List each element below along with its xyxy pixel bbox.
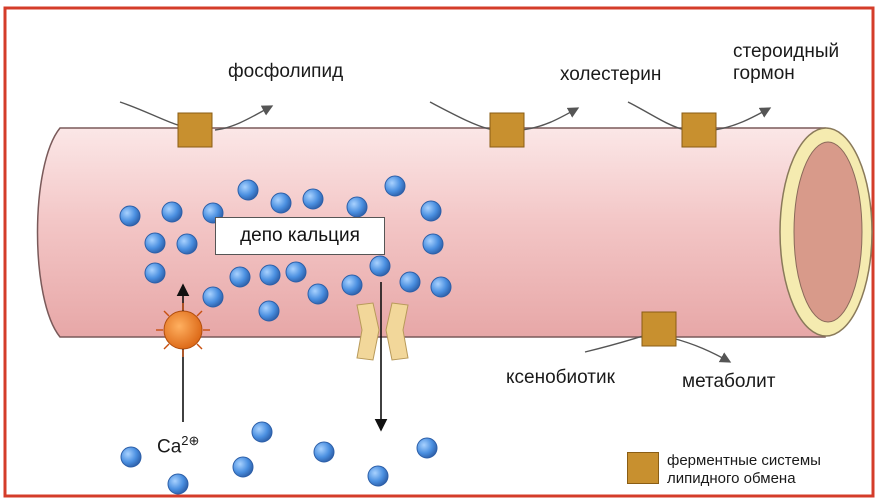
calcium-ion-icon xyxy=(259,301,279,321)
xenobiotic-label: ксенобиотик xyxy=(506,368,615,388)
steroid-arrow xyxy=(714,108,770,130)
calcium-ion-icon xyxy=(203,287,223,307)
calcium-ion-icon xyxy=(400,272,420,292)
legend-line2: липидного обмена xyxy=(667,470,796,487)
calcium-ion-icon xyxy=(121,447,141,467)
cholesterol-label: холестерин xyxy=(560,65,661,85)
calcium-ion-icon xyxy=(286,262,306,282)
steroid-hormone-label-line1: стероидный xyxy=(733,42,839,62)
enzyme-square-icon xyxy=(642,312,676,346)
calcium-ion-icon xyxy=(423,234,443,254)
phospholipid-label: фосфолипид xyxy=(228,62,343,82)
legend-line1: ферментные системы xyxy=(667,452,821,469)
calcium-ion-icon xyxy=(314,442,334,462)
calcium-ion-icon xyxy=(168,474,188,494)
calcium-ion-icon xyxy=(145,233,165,253)
enzyme-square-icon xyxy=(490,113,524,147)
calcium-ion-icon xyxy=(238,180,258,200)
cholesterol-substrate-line xyxy=(430,102,493,130)
er-tube xyxy=(38,128,826,337)
calcium-ion-icon xyxy=(308,284,328,304)
calcium-ion-icon xyxy=(417,438,437,458)
calcium-ion-icon xyxy=(162,202,182,222)
cholesterol-arrow xyxy=(522,108,578,130)
enzyme-square-icon xyxy=(178,113,212,147)
enzyme-legend-swatch xyxy=(627,452,659,484)
xenobiotic-substrate-line xyxy=(585,336,643,352)
calcium-ion-icon xyxy=(177,234,197,254)
steroid-substrate-line xyxy=(628,102,685,130)
calcium-ion-icon xyxy=(370,256,390,276)
calcium-ion-icon xyxy=(421,201,441,221)
tube-lumen xyxy=(794,142,862,322)
calcium-ion-label: Ca2⊕ xyxy=(157,434,199,457)
calcium-ion-icon xyxy=(385,176,405,196)
calcium-ion-charge: 2⊕ xyxy=(181,433,199,448)
calcium-ion-symbol: Ca xyxy=(157,436,181,457)
calcium-ion-icon xyxy=(347,197,367,217)
calcium-ion-icon xyxy=(431,277,451,297)
calcium-ion-icon xyxy=(260,265,280,285)
calcium-ion-icon xyxy=(230,267,250,287)
steroid-hormone-label-line2: гормон xyxy=(733,64,795,84)
calcium-ion-icon xyxy=(368,466,388,486)
calcium-pump-icon xyxy=(156,303,210,357)
calcium-ion-icon xyxy=(120,206,140,226)
calcium-ion-icon xyxy=(145,263,165,283)
metabolite-label: метаболит xyxy=(682,372,776,392)
phospholipid-arrow xyxy=(215,106,272,130)
metabolite-arrow xyxy=(672,338,730,362)
calcium-depot-label: депо кальция xyxy=(215,217,385,255)
calcium-ion-icon xyxy=(233,457,253,477)
calcium-ion-icon xyxy=(252,422,272,442)
calcium-ion-icon xyxy=(271,193,291,213)
enzyme-square-icon xyxy=(682,113,716,147)
calcium-ion-icon xyxy=(342,275,362,295)
calcium-ion-icon xyxy=(303,189,323,209)
